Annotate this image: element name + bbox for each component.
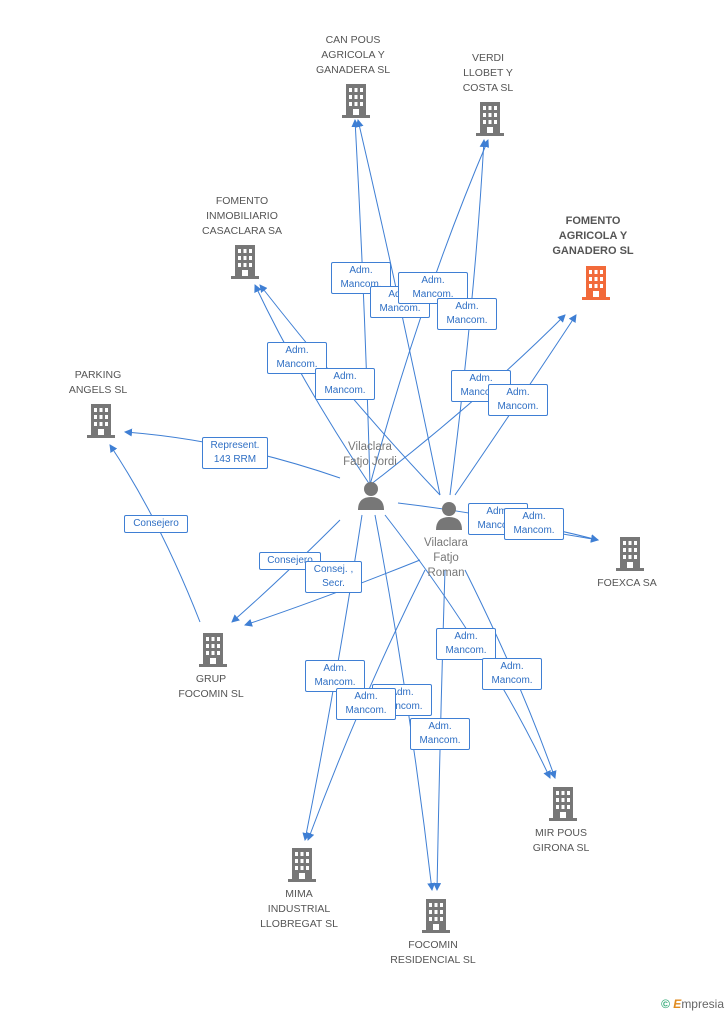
person-label: Vilaclara Fatjo Jordi [343,441,397,468]
edge [254,284,371,486]
company-label: MIMA INDUSTRIAL LLOBREGAT SL [260,888,338,930]
edge-label[interactable]: Adm. Mancom. [437,298,497,330]
edge-label[interactable]: Consej. , Secr. [305,561,362,593]
building-icon [199,633,227,667]
company-label: GRUP FOCOMIN SL [178,673,244,700]
building-icon [87,404,115,438]
edge-label[interactable]: Adm. Mancom. [305,660,365,692]
edge [231,519,341,623]
edge [109,444,201,623]
building-icon [231,245,259,279]
building-icon [342,84,370,118]
edge-label[interactable]: Adm. Mancom. [410,718,470,750]
building-icon [476,102,504,136]
edge [351,119,371,486]
edge-label[interactable]: Adm. Mancom. [488,384,548,416]
company-label: VERDI LLOBET Y COSTA SL [462,52,514,94]
person-icon [436,502,462,530]
building-icon [549,787,577,821]
company-label: PARKING ANGELS SL [68,369,128,396]
empresia-logo: © Empresia [661,997,724,1011]
edge-label[interactable]: Adm. Mancom. [336,688,396,720]
edge-label[interactable]: Represent. 143 RRM [202,437,268,469]
building-icon [616,537,644,571]
company-label: CAN POUS AGRICOLA Y GANADERA SL [315,34,391,76]
copyright-symbol: © [661,997,670,1011]
edge-label[interactable]: Consejero [124,515,188,533]
company-label: FOEXCA SA [597,577,657,589]
company-label: FOMENTO AGRICOLA Y GANADERO SL [552,215,634,257]
person-icon [358,482,384,510]
company-label: FOMENTO INMOBILIARIO CASACLARA SA [202,195,282,237]
edge-label[interactable]: Adm. Mancom. [504,508,564,540]
building-icon [288,848,316,882]
building-icon [582,266,610,300]
edge-label[interactable]: Adm. Mancom. [315,368,375,400]
edge-label[interactable]: Adm. Mancom. [436,628,496,660]
building-icon [422,899,450,933]
edge-label[interactable]: Adm. Mancom. [482,658,542,690]
person-label: Vilaclara Fatjo Roman [424,537,468,579]
brand-name: mpresia [681,997,724,1011]
edge [244,559,421,627]
company-label: MIR POUS GIRONA SL [532,827,590,854]
brand-initial: E [673,997,682,1011]
company-label: FOCOMIN RESIDENCIAL SL [390,939,476,966]
